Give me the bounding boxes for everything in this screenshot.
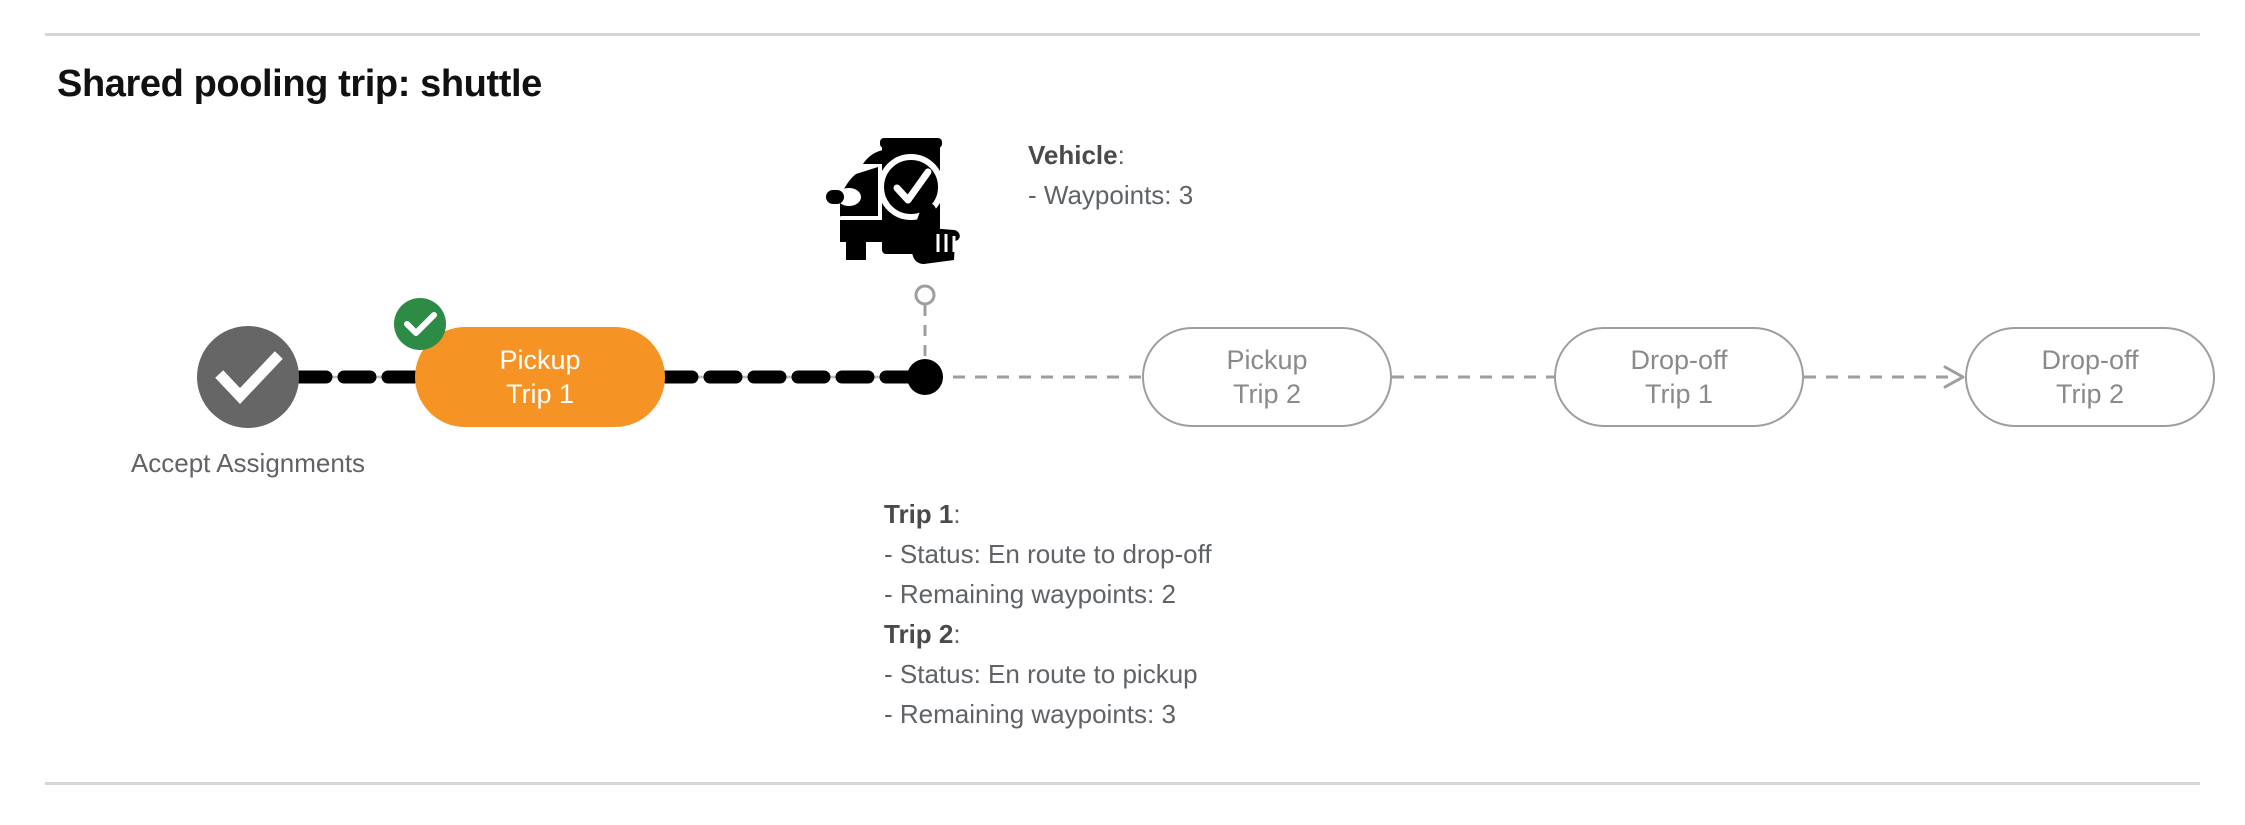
divider-top	[45, 33, 2200, 36]
annotation-trip-1-heading-text: Trip 1	[884, 499, 954, 529]
annotation-vehicle-heading-text: Vehicle	[1028, 140, 1118, 170]
node-accept-assignments-label: Accept Assignments	[98, 443, 398, 484]
vehicle-phone-check-icon	[818, 124, 968, 269]
annotation-trip-2-heading-text: Trip 2	[884, 619, 954, 649]
node-pickup-trip-1-line-1: Pickup	[499, 345, 581, 375]
annotation-trip-2-line-2: - Remaining waypoints: 3	[884, 699, 1176, 729]
node-accept-assignments[interactable]	[197, 326, 299, 428]
page-title: Shared pooling trip: shuttle	[57, 63, 542, 105]
node-dropoff-trip-2[interactable]: Drop-off Trip 2	[1965, 327, 2215, 427]
annotation-trip-1-line-2: - Remaining waypoints: 2	[884, 579, 1176, 609]
annotation-trip-1-heading: Trip 1:	[884, 494, 1212, 534]
annotation-vehicle-line-1: - Waypoints: 3	[1028, 180, 1194, 210]
check-circle-icon	[215, 351, 283, 405]
node-pickup-trip-1-line-2: Trip 1	[505, 379, 574, 409]
accept-label-line-1: Accept	[130, 448, 211, 478]
node-pickup-trip-2-line-1: Pickup	[1226, 345, 1308, 375]
node-pickup-trip-2[interactable]: Pickup Trip 2	[1142, 327, 1392, 427]
annotation-trips: Trip 1: - Status: En route to drop-off -…	[884, 494, 1212, 734]
node-pickup-trip-2-line-2: Trip 2	[1232, 379, 1301, 409]
annotation-trip-1-heading-suffix: :	[953, 499, 961, 529]
annotation-trip-1-line-1: - Status: En route to drop-off	[884, 539, 1212, 569]
check-badge-icon	[394, 298, 446, 350]
divider-bottom	[45, 782, 2200, 785]
node-dropoff-trip-2-line-1: Drop-off	[2041, 345, 2139, 375]
node-dropoff-trip-1-line-1: Drop-off	[1630, 345, 1728, 375]
annotation-trip-2-heading: Trip 2:	[884, 614, 1212, 654]
node-pickup-trip-1[interactable]: Pickup Trip 1	[415, 327, 665, 427]
annotation-vehicle-heading-suffix: :	[1117, 140, 1125, 170]
node-dropoff-trip-2-line-2: Trip 2	[2055, 379, 2124, 409]
node-dropoff-trip-1-line-2: Trip 1	[1644, 379, 1713, 409]
annotation-vehicle: Vehicle: - Waypoints: 3	[1028, 135, 1193, 215]
annotation-trip-2-line-1: - Status: En route to pickup	[884, 659, 1198, 689]
annotation-trip-2-heading-suffix: :	[953, 619, 961, 649]
annotation-vehicle-heading: Vehicle:	[1028, 135, 1193, 175]
node-dropoff-trip-1[interactable]: Drop-off Trip 1	[1554, 327, 1804, 427]
accept-label-line-2: Assignments	[216, 448, 366, 478]
